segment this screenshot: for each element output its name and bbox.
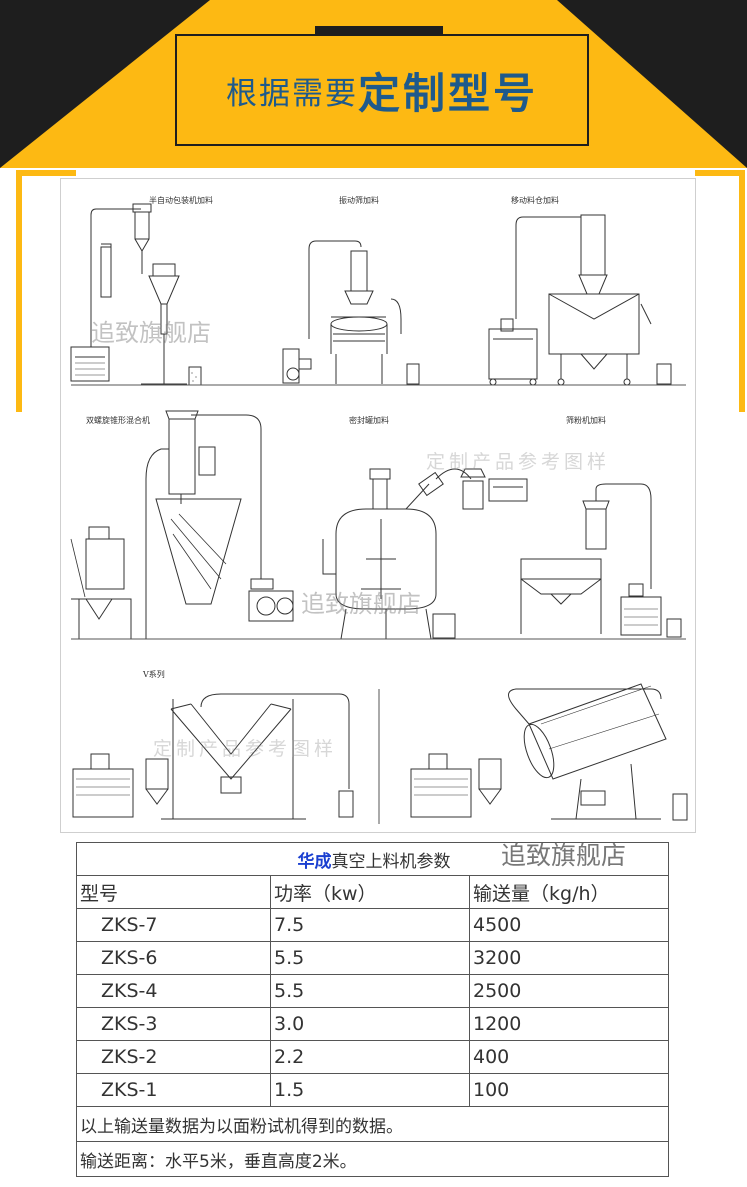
cell-model: ZKS-4 — [76, 974, 271, 1008]
table-note-row: 以上输送量数据为以面粉试机得到的数据。 — [76, 1106, 669, 1142]
table-row: ZKS-6 5.5 3200 — [76, 941, 669, 975]
table-watermark: 追致旗舰店 — [501, 841, 627, 870]
drawing-cone-mixer — [70, 410, 294, 639]
header-model: 型号 — [76, 875, 271, 909]
cell-model: ZKS-7 — [76, 908, 271, 942]
shop-watermark-1: 追致旗舰店 — [91, 319, 211, 347]
caption-sealed-tank: 密封罐加料 — [349, 416, 389, 425]
cell-model: ZKS-2 — [76, 1040, 271, 1074]
sample-watermark-2: 定制产品参考图样 — [153, 738, 338, 760]
title-bold: 定制型号 — [357, 68, 538, 118]
table-row: ZKS-7 7.5 4500 — [76, 908, 669, 942]
header-power: 功率（kw） — [270, 875, 470, 909]
drawing-mobile-silo — [488, 214, 672, 386]
table-title-brand: 华成 — [297, 851, 332, 872]
caption-mobile-silo: 移动料仓加料 — [511, 196, 559, 205]
note-conveying-distance: 输送距离：水平5米，垂直高度2米。 — [76, 1141, 669, 1177]
drawing-vibrating-sieve — [282, 240, 420, 385]
note-capacity-basis: 以上输送量数据为以面粉试机得到的数据。 — [76, 1106, 669, 1142]
table-row: ZKS-4 5.5 2500 — [76, 974, 669, 1008]
drawing-drum-mixer — [410, 683, 688, 821]
caption-vibrating-sieve: 振动筛加料 — [339, 196, 379, 205]
page-title: 根据需要 定制型号 — [175, 34, 589, 146]
caption-powder-sieve: 筛粉机加料 — [566, 416, 606, 425]
cell-model: ZKS-6 — [76, 941, 271, 975]
cell-power: 5.5 — [270, 941, 470, 975]
table-title-text: 真空上料机参数 — [331, 851, 451, 872]
cell-model: ZKS-3 — [76, 1007, 271, 1041]
cell-power: 7.5 — [270, 908, 470, 942]
shop-watermark-2: 追致旗舰店 — [301, 590, 421, 618]
cell-capacity: 3200 — [469, 941, 669, 975]
drawing-packing-machine — [70, 203, 202, 386]
table-note-row: 输送距离：水平5米，垂直高度2米。 — [76, 1141, 669, 1177]
left-accent-strip — [16, 170, 22, 412]
equipment-drawings — [70, 203, 688, 824]
title-frame-bar — [315, 26, 443, 36]
cell-model: ZKS-1 — [76, 1073, 271, 1107]
parameter-table: 华成真空上料机参数 型号 功率（kw） 输送量（kg/h） ZKS-7 7.5 … — [76, 842, 669, 1177]
table-row: ZKS-3 3.0 1200 — [76, 1007, 669, 1041]
cell-power: 2.2 — [270, 1040, 470, 1074]
sample-watermark-1: 定制产品参考图样 — [426, 451, 611, 473]
caption-packing-machine: 半自动包装机加料 — [149, 196, 213, 205]
right-accent-strip-top — [695, 170, 745, 176]
cell-capacity: 1200 — [469, 1007, 669, 1041]
cell-power: 1.5 — [270, 1073, 470, 1107]
cell-capacity: 400 — [469, 1040, 669, 1074]
cell-power: 3.0 — [270, 1007, 470, 1041]
table-row: ZKS-1 1.5 100 — [76, 1073, 669, 1107]
header-capacity: 输送量（kg/h） — [469, 875, 669, 909]
caption-v-series: V系列 — [143, 670, 165, 679]
table-header-row: 型号 功率（kw） 输送量（kg/h） — [76, 875, 669, 909]
title-plain: 根据需要 — [225, 75, 358, 112]
header-banner: 根据需要 定制型号 — [0, 0, 747, 168]
cell-power: 5.5 — [270, 974, 470, 1008]
cell-capacity: 100 — [469, 1073, 669, 1107]
drawing-powder-sieve — [520, 483, 682, 638]
cell-capacity: 2500 — [469, 974, 669, 1008]
diagram-panel: 半自动包装机加料 振动筛加料 移动料仓加料 双螺旋锥形混合机 密封罐加料 筛粉机… — [60, 178, 696, 833]
cell-capacity: 4500 — [469, 908, 669, 942]
caption-cone-mixer: 双螺旋锥形混合机 — [86, 416, 150, 425]
drawing-v-mixer — [72, 693, 354, 820]
drawing-sealed-tank — [322, 468, 528, 640]
left-accent-strip-top — [16, 170, 76, 176]
right-accent-strip — [739, 170, 745, 412]
table-row: ZKS-2 2.2 400 — [76, 1040, 669, 1074]
